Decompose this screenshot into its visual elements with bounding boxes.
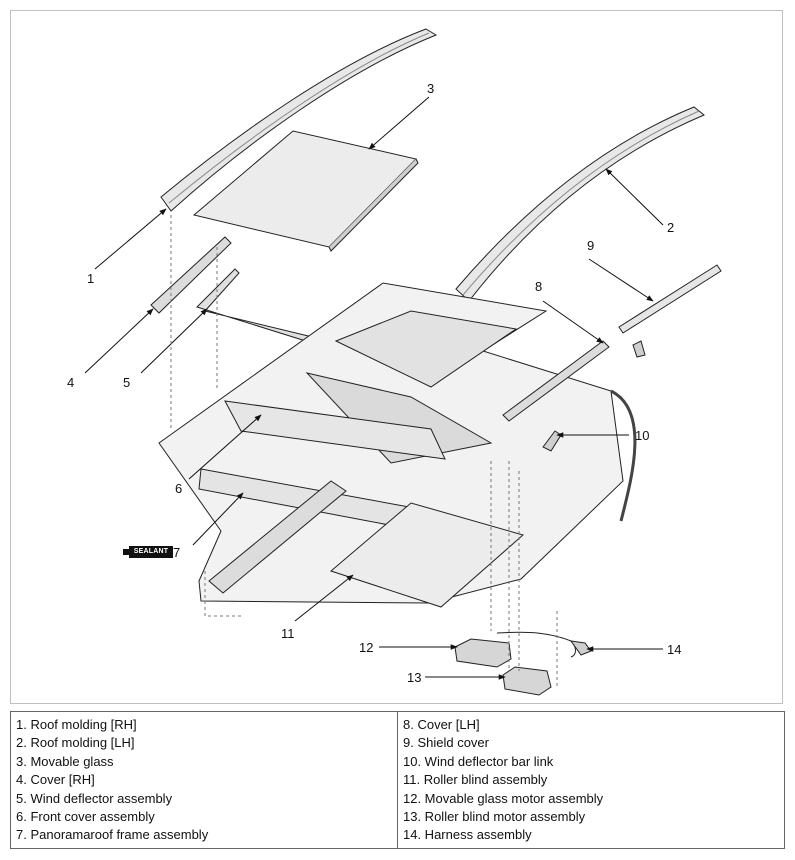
legend-item: 9. Shield cover (403, 735, 489, 751)
callout-1: 1 (87, 271, 95, 286)
legend-item: 12. Movable glass motor assembly (403, 790, 604, 806)
sealant-tube-label: SEALANT (123, 546, 173, 558)
movable-glass-motor (454, 638, 512, 668)
exploded-diagram: 1 2 3 4 5 6 7 8 9 10 11 12 13 14 SEALANT (10, 10, 783, 704)
legend-item: 11. Roller blind assembly (403, 772, 548, 788)
callout-14: 14 (667, 642, 682, 657)
legend-item: 2. Roof molding [LH] (16, 735, 135, 751)
cover-rh (150, 236, 232, 314)
callout-3: 3 (427, 81, 435, 96)
roof-molding-rh (160, 28, 438, 212)
legend-column-right: 8. Cover [LH] 9. Shield cover 10. Wind d… (397, 712, 784, 848)
leader-lines (84, 96, 664, 680)
callout-8: 8 (535, 279, 543, 294)
callout-5: 5 (123, 375, 131, 390)
callout-11: 11 (281, 626, 295, 641)
legend-item: 3. Movable glass (16, 753, 114, 769)
legend-column-left: 1. Roof molding [RH] 2. Roof molding [LH… (11, 712, 397, 848)
callout-4: 4 (67, 375, 75, 390)
harness (496, 389, 637, 658)
legend-item: 5. Wind deflector assembly (16, 790, 173, 806)
roller-blind-motor (502, 666, 552, 696)
legend-item: 7. Panoramaroof frame assembly (16, 827, 209, 843)
callout-10: 10 (635, 428, 650, 443)
legend-item: 1. Roof molding [RH] (16, 717, 137, 732)
callout-7: 7 (173, 545, 181, 560)
roller-blind (329, 502, 525, 608)
callout-12: 12 (359, 640, 374, 655)
shield-cover (618, 264, 722, 358)
callout-13: 13 (407, 670, 422, 685)
assembly-guides (170, 215, 558, 687)
legend-item: 10. Wind deflector bar link (403, 753, 554, 769)
diagram-drawing (84, 28, 722, 696)
roof-molding-lh (455, 106, 705, 302)
cover-lh (502, 340, 610, 422)
legend-item: 6. Front cover assembly (16, 809, 155, 825)
callout-2: 2 (667, 220, 675, 235)
callout-9: 9 (587, 238, 595, 253)
panoramaroof-frame (158, 282, 624, 604)
legend-item: 8. Cover [LH] (403, 717, 480, 732)
legend-item: 4. Cover [RH] (16, 772, 95, 788)
legend-item: 14. Harness assembly (403, 827, 532, 843)
callout-6: 6 (175, 481, 183, 496)
parts-legend: 1. Roof molding [RH] 2. Roof molding [LH… (10, 711, 785, 849)
legend-item: 13. Roller blind motor assembly (403, 809, 586, 825)
movable-glass (192, 130, 419, 252)
